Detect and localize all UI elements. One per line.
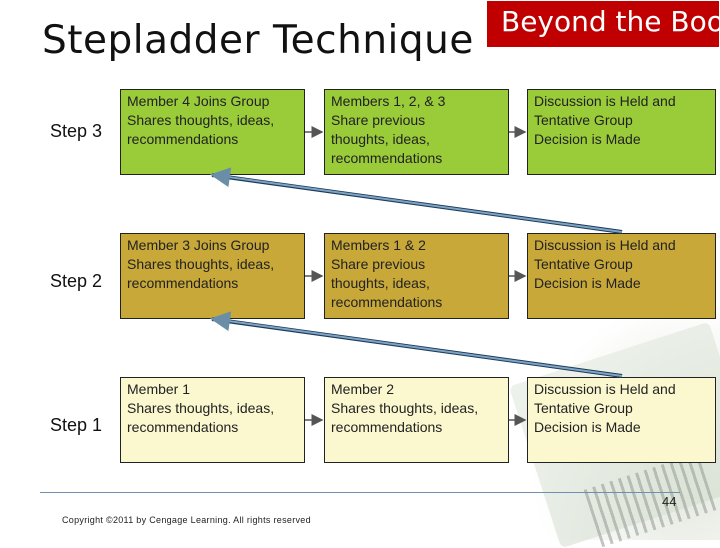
step1-decision-box: Discussion is Held and Tentative Group D…	[527, 377, 716, 463]
box-line: recommendations	[127, 131, 239, 147]
step2-share-box: Members 1 & 2 Share previous thoughts, i…	[324, 233, 509, 319]
box-line: Member 1	[127, 381, 191, 397]
box-line: Members 1, 2, & 3	[331, 93, 446, 109]
box-line: Decision is Made	[534, 419, 641, 435]
step2-member-box: Member 3 Joins Group Shares thoughts, id…	[120, 233, 305, 319]
box-line: Member 4 Joins Group	[127, 93, 270, 109]
footer-divider	[40, 492, 680, 493]
box-line: Decision is Made	[534, 275, 641, 291]
box-line: Share previous	[331, 256, 426, 272]
step-label-1: Step 1	[50, 415, 103, 435]
page-number: 44	[662, 494, 677, 509]
ladder-arrow-step2-to-3-inner	[210, 167, 623, 233]
box-line: Member 3 Joins Group	[127, 237, 270, 253]
step1-member-box: Member 1 Shares thoughts, ideas, recomme…	[120, 377, 305, 463]
step2-decision-box: Discussion is Held and Tentative Group D…	[527, 233, 716, 319]
box-line: recommendations	[331, 294, 443, 310]
box-line: Shares thoughts, ideas,	[127, 400, 275, 416]
box-line: recommendations	[331, 150, 443, 166]
box-line: recommendations	[331, 419, 443, 435]
box-line: Share previous	[331, 112, 426, 128]
step-label-3: Step 3	[50, 121, 103, 141]
box-line: Tentative Group	[534, 256, 633, 272]
beyond-the-book-badge: Beyond the Book	[484, 0, 720, 48]
box-line: Shares thoughts, ideas,	[127, 256, 275, 272]
box-line: Tentative Group	[534, 400, 633, 416]
box-line: thoughts, ideas,	[331, 131, 430, 147]
step3-share-box: Members 1, 2, & 3 Share previous thought…	[324, 89, 509, 175]
box-line: Tentative Group	[534, 112, 633, 128]
box-line: recommendations	[127, 275, 239, 291]
box-line: Shares thoughts, ideas,	[127, 112, 275, 128]
badge-text: Beyond the Book	[501, 5, 720, 38]
box-line: Discussion is Held and	[534, 381, 676, 397]
slide-title: Stepladder Technique	[42, 18, 474, 63]
box-line: recommendations	[127, 419, 239, 435]
step3-member-box: Member 4 Joins Group Shares thoughts, id…	[120, 89, 305, 175]
step-label-2: Step 2	[50, 271, 103, 291]
box-line: Discussion is Held and	[534, 237, 676, 253]
box-line: Member 2	[331, 381, 395, 397]
box-line: Shares thoughts, ideas,	[331, 400, 479, 416]
box-line: Discussion is Held and	[534, 93, 676, 109]
box-line: thoughts, ideas,	[331, 275, 430, 291]
step1-share-box: Member 2 Shares thoughts, ideas, recomme…	[324, 377, 509, 463]
box-line: Members 1 & 2	[331, 237, 426, 253]
step3-decision-box: Discussion is Held and Tentative Group D…	[527, 89, 716, 175]
copyright-notice: Copyright ©2011 by Cengage Learning. All…	[62, 515, 311, 525]
ladder-arrow-step1-to-2-inner	[210, 311, 623, 377]
box-line: Decision is Made	[534, 131, 641, 147]
